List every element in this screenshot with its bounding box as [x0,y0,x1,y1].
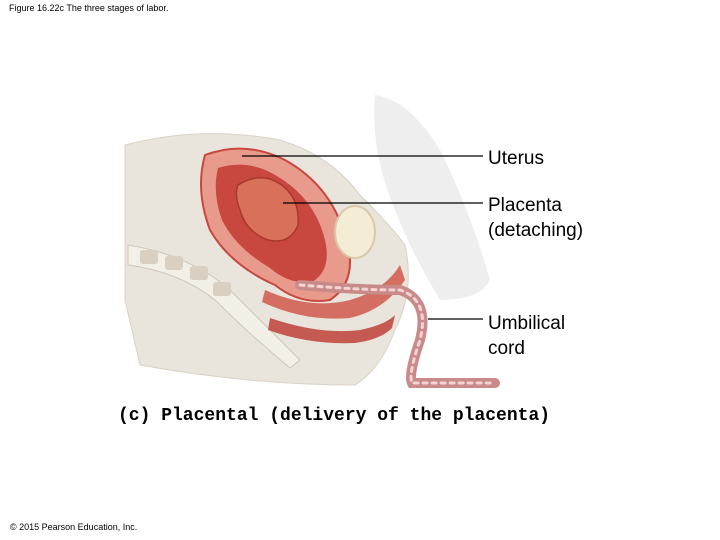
label-uterus: Uterus [488,148,544,169]
label-placenta-line2: (detaching) [488,220,584,241]
label-placenta: Placenta (detaching) [488,193,583,243]
birth-canal [262,265,405,319]
pubic-bone [334,205,376,259]
label-placenta-line1: Placenta [488,195,562,216]
thigh-silhouette [374,95,490,300]
label-umbilical-cord: Umbilical cord [488,311,565,361]
vertebrae [140,250,231,296]
label-cord-line1: Umbilical [488,313,566,334]
copyright-notice: © 2015 Pearson Education, Inc. [10,522,138,532]
placenta [235,177,299,242]
figure-caption: (c) Placental (delivery of the placenta) [118,406,551,426]
figure-title: Figure 16.22c The three stages of labor. [9,3,169,13]
label-cord-line2: cord [488,338,525,359]
rectum [268,315,395,344]
